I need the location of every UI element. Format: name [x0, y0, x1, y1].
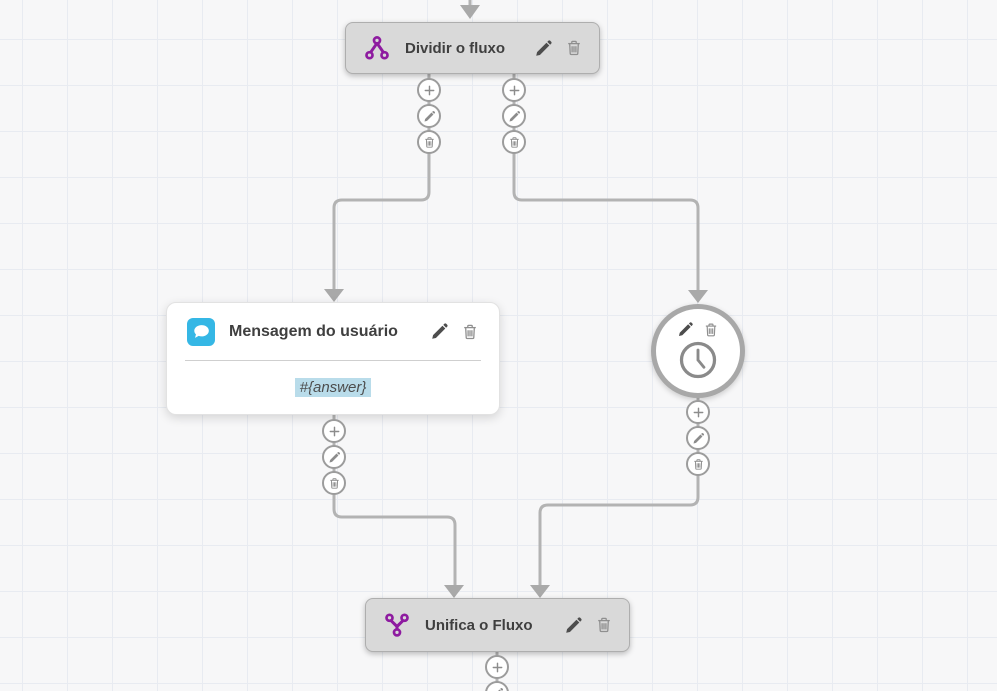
port-edit-button pencil-icon[interactable] — [322, 445, 346, 469]
clock-icon — [677, 339, 719, 381]
delete-node-button trash-icon[interactable] — [461, 323, 479, 341]
port-add-button plus-icon[interactable] — [417, 78, 441, 102]
arrowhead-into-merge-left — [444, 585, 464, 598]
node-title: Dividir o fluxo — [405, 39, 506, 57]
edit-node-button pencil-icon[interactable] — [430, 322, 449, 341]
edit-node-button pencil-icon[interactable] — [534, 39, 553, 58]
port-edit-button pencil-icon[interactable] — [502, 104, 526, 128]
wire-message-to-merge — [332, 415, 457, 586]
port-edit-button pencil-icon[interactable] — [485, 681, 509, 691]
chat-bubble-icon — [187, 317, 215, 346]
arrowhead-into-merge-right — [530, 585, 550, 598]
node-unifica-fluxo[interactable]: Unifica o Fluxo — [365, 598, 630, 652]
edit-node-button pencil-icon[interactable] — [677, 321, 694, 338]
node-wait-timer[interactable] — [651, 304, 745, 398]
node-dividir-fluxo[interactable]: Dividir o fluxo — [345, 22, 600, 74]
arrowhead-into-timer — [688, 290, 708, 303]
arrowhead-into-split — [460, 5, 480, 19]
wire-split-to-timer — [512, 74, 700, 291]
divider — [185, 360, 481, 361]
arrowhead-into-message — [324, 289, 344, 302]
port-edit-button pencil-icon[interactable] — [417, 104, 441, 128]
variable-chip: #{answer} — [294, 378, 372, 397]
port-delete-button trash-icon[interactable] — [686, 452, 710, 476]
port-add-button plus-icon[interactable] — [686, 400, 710, 424]
port-add-button plus-icon[interactable] — [485, 655, 509, 679]
delete-node-button trash-icon[interactable] — [595, 616, 613, 634]
split-branch-icon — [364, 35, 390, 61]
wire-timer-to-merge — [538, 398, 700, 586]
port-add-button plus-icon[interactable] — [502, 78, 526, 102]
port-delete-button trash-icon[interactable] — [417, 130, 441, 154]
node-mensagem-usuario[interactable]: Mensagem do usuário #{answer} — [166, 302, 500, 415]
node-title: Unifica o Fluxo — [425, 616, 533, 634]
port-add-button plus-icon[interactable] — [322, 419, 346, 443]
wire-split-to-message — [332, 74, 431, 290]
node-title: Mensagem do usuário — [229, 322, 398, 340]
merge-branch-icon — [384, 612, 410, 638]
edit-node-button pencil-icon[interactable] — [564, 616, 583, 635]
port-edit-button pencil-icon[interactable] — [686, 426, 710, 450]
port-delete-button trash-icon[interactable] — [502, 130, 526, 154]
delete-node-button trash-icon[interactable] — [565, 39, 583, 57]
delete-node-button trash-icon[interactable] — [703, 322, 719, 338]
port-delete-button trash-icon[interactable] — [322, 471, 346, 495]
